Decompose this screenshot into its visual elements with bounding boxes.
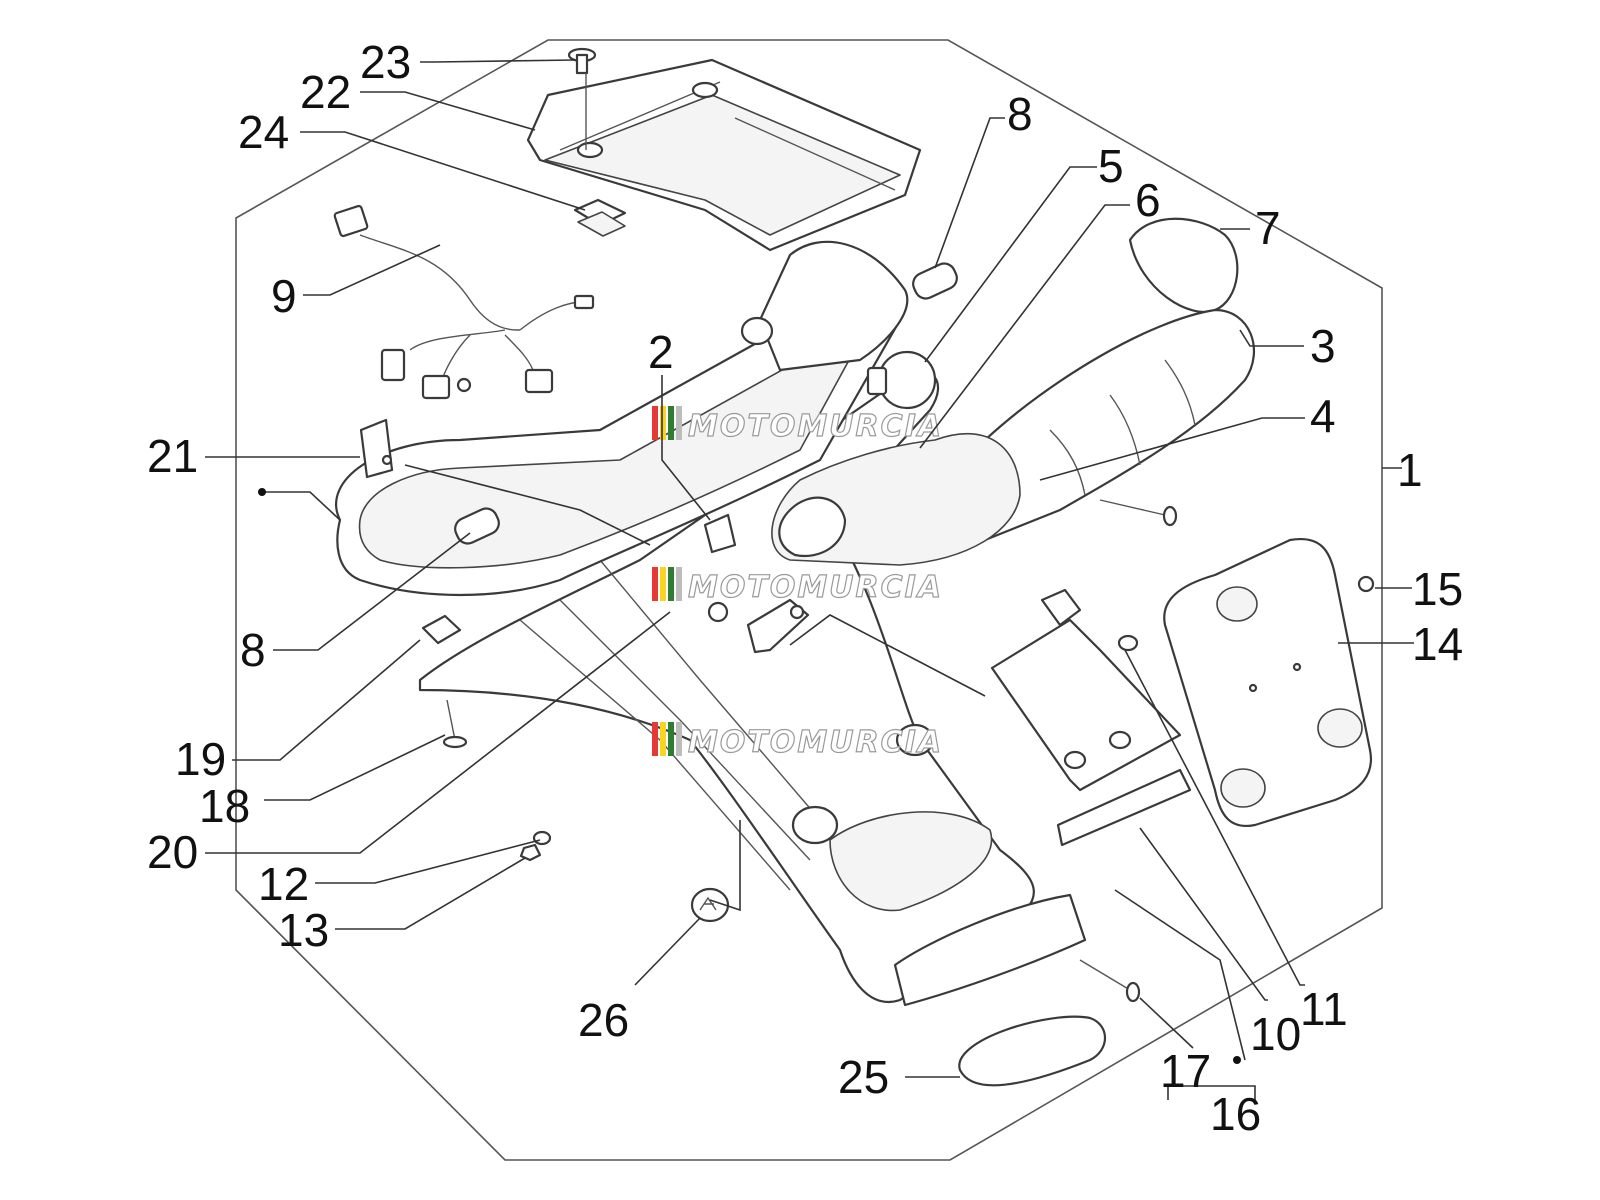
callout-12: 12: [258, 858, 309, 910]
leader-5: [924, 166, 1097, 363]
leader-11: [1124, 649, 1305, 986]
part-screw-4: [1099, 499, 1178, 527]
part-bulb-lower: [454, 507, 500, 545]
callout-4: 4: [1310, 390, 1336, 442]
callout-20: 20: [147, 826, 198, 878]
callout-15: 15: [1412, 563, 1463, 615]
callout-18: 18: [199, 780, 250, 832]
leader-10: [1139, 827, 1268, 1001]
watermark-stripe-grey: [676, 567, 682, 601]
leader-8b: [273, 532, 471, 651]
leader-4: [1039, 417, 1305, 481]
part-rear-mudguard: [418, 370, 1087, 1007]
leader-3: [1239, 329, 1304, 347]
watermark-stripe-yellow: [660, 406, 666, 440]
callout-17: 17: [1160, 1045, 1211, 1097]
leader-6: [919, 204, 1130, 449]
callout-16: 16: [1210, 1088, 1261, 1140]
leader-23: [420, 59, 576, 63]
callout-7: 7: [1255, 202, 1281, 254]
callout-labels: 1 2 3 4 5 6 7 8 8 9 10 11 12 13 14 15 16…: [147, 36, 1463, 1140]
part-bracket-2: [703, 513, 737, 554]
watermark-stripe-yellow: [660, 567, 666, 601]
watermark-1: MOTOMURCIA: [652, 406, 943, 445]
callout-26: 26: [578, 994, 629, 1046]
leader-20: [205, 611, 671, 854]
callout-22: 22: [300, 66, 351, 118]
part-license-plate: [1163, 537, 1375, 828]
leader-12: [315, 839, 541, 884]
watermark-stripe-green: [668, 567, 674, 601]
callout-23: 23: [360, 36, 411, 88]
watermark-2: MOTOMURCIA: [652, 567, 943, 606]
callout-2: 2: [648, 326, 674, 378]
callout-21: 21: [147, 430, 198, 482]
watermark-stripe-red: [652, 406, 658, 440]
part-clip-19: [421, 614, 462, 645]
callout-10: 10: [1250, 1008, 1301, 1060]
callout-8-lower: 8: [240, 624, 266, 676]
marker-dot-right: [1233, 1056, 1241, 1064]
leader-2: [661, 375, 711, 521]
part-bulb-upper: [912, 262, 958, 300]
leader-9: [303, 244, 441, 296]
watermark-text: MOTOMURCIA: [688, 409, 943, 444]
watermark-stripe-grey: [676, 406, 682, 440]
part-clip-21: [359, 418, 394, 479]
callout-1: 1: [1397, 444, 1423, 496]
part-washer-12: [532, 830, 552, 846]
part-clip-24: [573, 198, 627, 237]
callout-5: 5: [1098, 140, 1124, 192]
callout-24: 24: [238, 106, 289, 158]
part-screw-18: [442, 699, 468, 749]
watermark-stripe-red: [652, 722, 658, 756]
watermark-3: MOTOMURCIA: [652, 722, 943, 761]
part-screw-23: [567, 47, 597, 150]
watermark-text: MOTOMURCIA: [688, 570, 943, 605]
marker-dot-left: [258, 488, 266, 496]
part-screw-17: [1079, 959, 1141, 1003]
callout-leaders: [205, 59, 1414, 1100]
callout-13: 13: [278, 904, 329, 956]
part-emblem-26: [690, 887, 730, 923]
part-tail-light: [771, 217, 1255, 566]
callout-3: 3: [1310, 320, 1336, 372]
part-bulb-holder: [866, 350, 937, 410]
part-wiring-harness: [333, 204, 595, 400]
watermark-stripe-green: [668, 722, 674, 756]
leader-26: [634, 917, 701, 986]
leader-8a: [934, 117, 1005, 269]
callout-11: 11: [1300, 983, 1348, 1035]
callout-6: 6: [1135, 174, 1161, 226]
leader-22: [360, 91, 536, 131]
watermark-stripe-yellow: [660, 722, 666, 756]
part-license-bracket: [990, 588, 1192, 847]
callout-19: 19: [175, 733, 226, 785]
callout-14: 14: [1412, 618, 1463, 670]
watermark-stripe-red: [652, 567, 658, 601]
leader-16: [1167, 1085, 1256, 1100]
watermark-stripe-green: [668, 406, 674, 440]
part-bracket-20: [707, 598, 810, 654]
callout-25: 25: [838, 1051, 889, 1103]
leader-24: [300, 131, 586, 211]
part-nut-13: [519, 843, 542, 862]
watermark-stripe-grey: [676, 722, 682, 756]
part-reflector-25: [958, 1015, 1106, 1087]
leader-18: [264, 734, 446, 801]
leader-unnumbered: [262, 491, 341, 521]
callout-8-upper: 8: [1007, 88, 1033, 140]
assembly-frame: [235, 39, 1383, 1161]
leader-19: [232, 639, 421, 761]
leader-17: [1139, 997, 1194, 1049]
callout-9: 9: [271, 270, 297, 322]
leader-13: [335, 857, 526, 930]
watermark-text: MOTOMURCIA: [688, 725, 943, 760]
